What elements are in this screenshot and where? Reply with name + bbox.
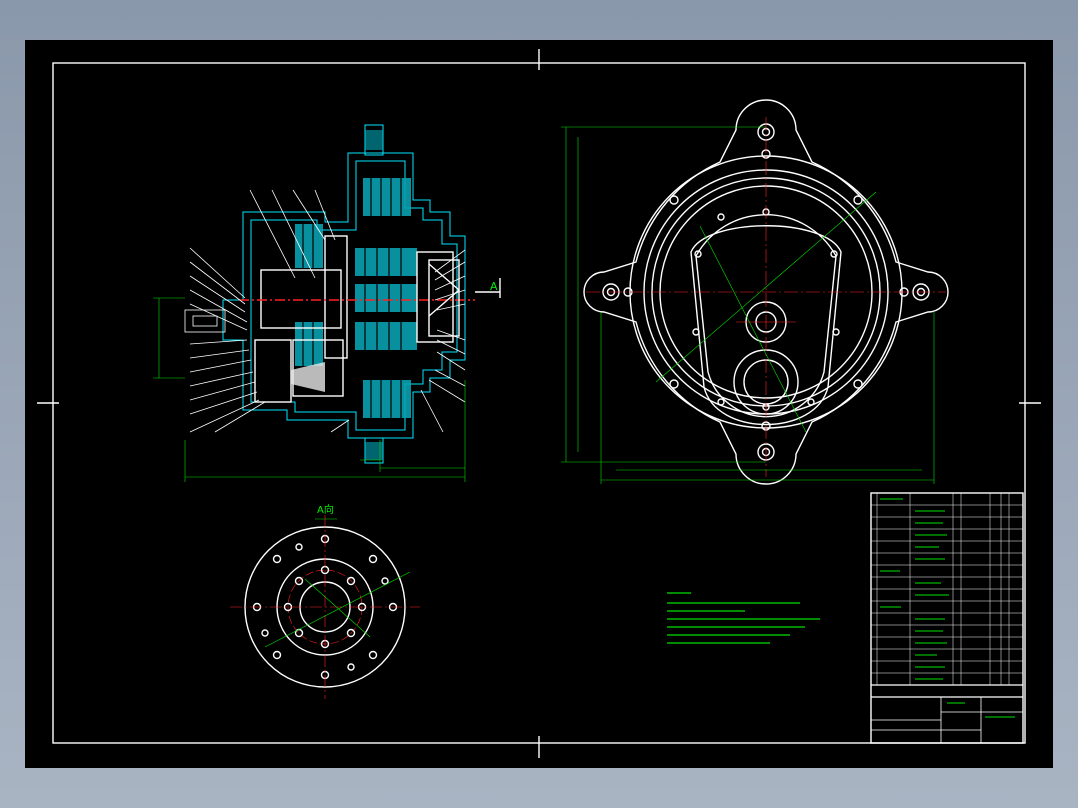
a-direction-view: A向 <box>230 503 420 699</box>
section-view: A <box>153 124 501 482</box>
a-view-label: A向 <box>317 503 334 516</box>
technical-requirements <box>667 592 820 644</box>
drawing-sheet: A <box>25 40 1053 768</box>
title-block-marks <box>880 498 1015 718</box>
title-block <box>870 492 1024 744</box>
section-arrow-label: A <box>490 280 498 293</box>
cad-drawing: A <box>37 49 1041 758</box>
front-view <box>561 99 949 485</box>
drawing-frame <box>52 62 1026 744</box>
